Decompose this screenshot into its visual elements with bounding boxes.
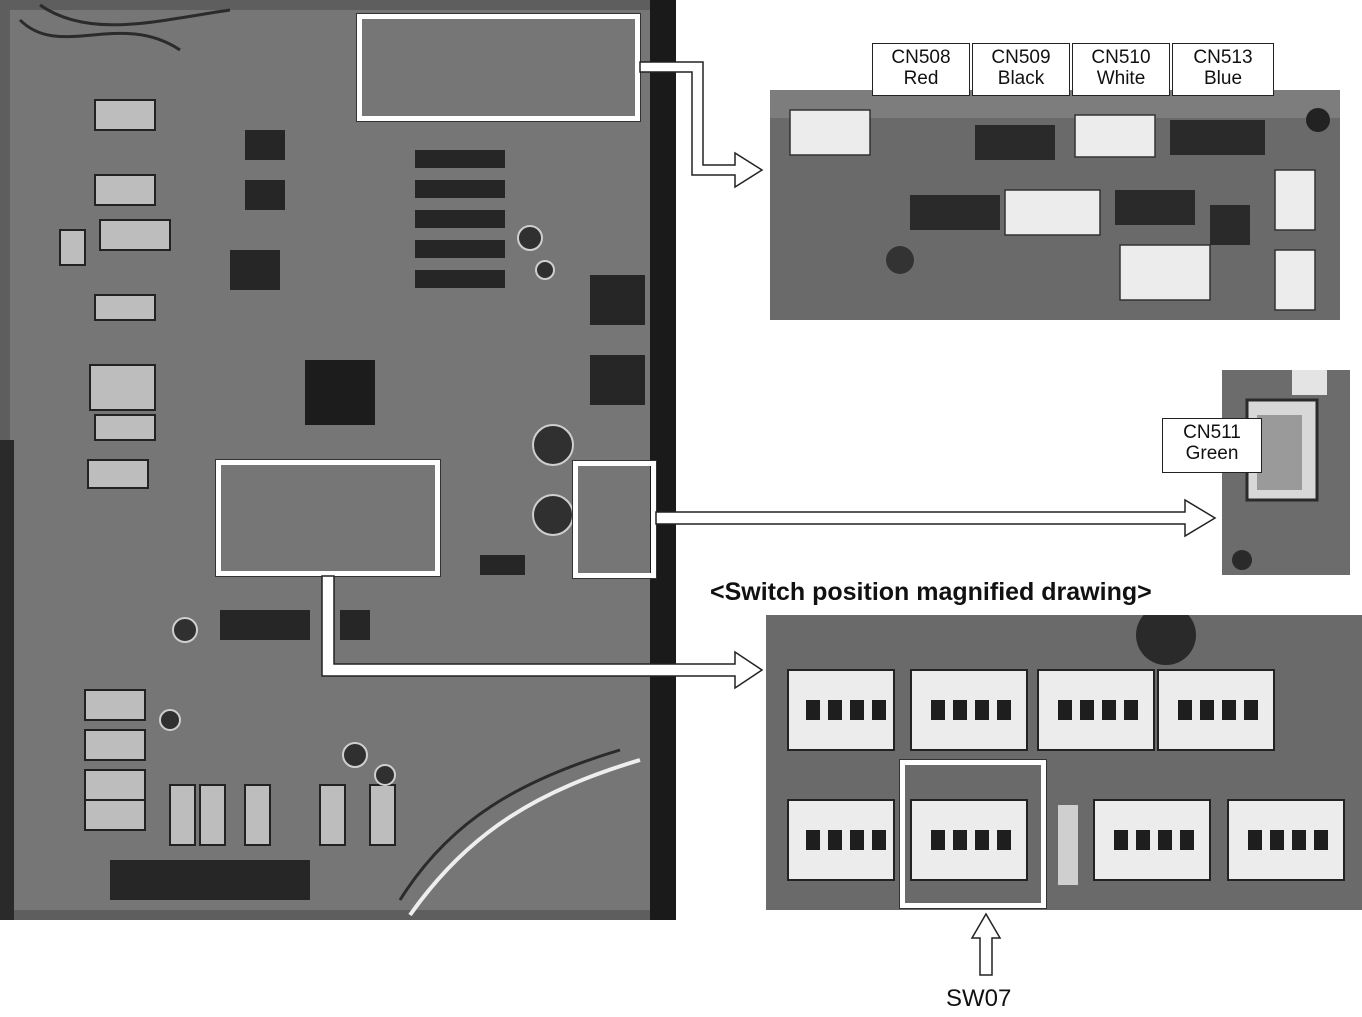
cn513-name: CN513 [1193,47,1253,68]
connector-board-illustration [770,90,1340,320]
cn511-color: Green [1185,443,1239,464]
cn513-color: Blue [1203,68,1243,89]
cn511-magnified-photo [1222,370,1350,575]
cn509-name: CN509 [991,47,1051,68]
cn509-color: Black [997,68,1045,89]
switch-area-callout [216,460,440,576]
cn510-name: CN510 [1091,47,1151,68]
cn511-label: CN511 Green [1162,418,1262,473]
arrow-to-cn511-board [655,498,1217,538]
switch-magnified-heading: <Switch position magnified drawing> [710,578,1152,606]
arrow-to-sw07 [970,912,1002,976]
cn508-name: CN508 [891,47,951,68]
connector-magnified-photo [770,90,1340,320]
switch-magnified-photo [766,615,1362,910]
sw07-highlight-frame [900,760,1046,908]
cn509-label: CN509 Black [972,43,1070,96]
switch-board-illustration [766,615,1362,910]
cn508-color: Red [903,68,939,89]
cn511-name: CN511 [1183,422,1241,443]
cn513-label: CN513 Blue [1172,43,1274,96]
connector-area-callout [357,14,640,121]
cn510-label: CN510 White [1072,43,1170,96]
cn511-area-callout [573,461,656,578]
cn508-label: CN508 Red [872,43,970,96]
cn510-color: White [1096,68,1146,89]
sw07-label: SW07 [946,985,1012,1012]
